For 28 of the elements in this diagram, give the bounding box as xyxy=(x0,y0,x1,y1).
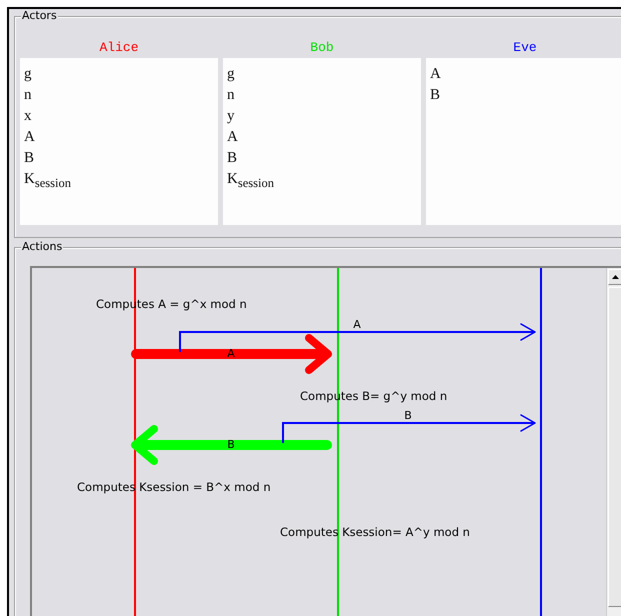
variable-name: A xyxy=(24,128,35,147)
edge-label: B xyxy=(404,410,412,422)
variable-name: g xyxy=(24,65,32,84)
intercept-arrow xyxy=(282,414,536,443)
variable-name: B xyxy=(227,149,238,168)
edge-label: A xyxy=(353,319,361,331)
variable-name: B xyxy=(430,86,440,105)
actor-name: Eve xyxy=(512,39,538,57)
edge-label: B xyxy=(227,439,235,451)
message-arrow xyxy=(131,425,332,465)
variable-name: B xyxy=(24,149,34,168)
variable-name: A xyxy=(227,128,238,147)
message-arrow xyxy=(131,334,332,374)
variable-name: n xyxy=(227,86,234,105)
variable-name: A xyxy=(430,65,441,84)
variable-name: y xyxy=(227,107,234,126)
variable-name: g xyxy=(227,65,234,84)
intercept-arrow xyxy=(179,323,536,352)
lifeline xyxy=(134,268,136,616)
actor-name: Bob xyxy=(309,39,335,57)
lifeline xyxy=(337,268,339,616)
variable-name: x xyxy=(24,107,32,126)
actor-name: Alice xyxy=(98,39,140,57)
lifeline xyxy=(540,268,542,616)
edge-label: A xyxy=(227,348,235,360)
variable-name: K$_{session}$ xyxy=(227,170,274,192)
variable-name: n xyxy=(24,86,32,105)
variable-name: K$_{session}$ xyxy=(24,170,71,192)
